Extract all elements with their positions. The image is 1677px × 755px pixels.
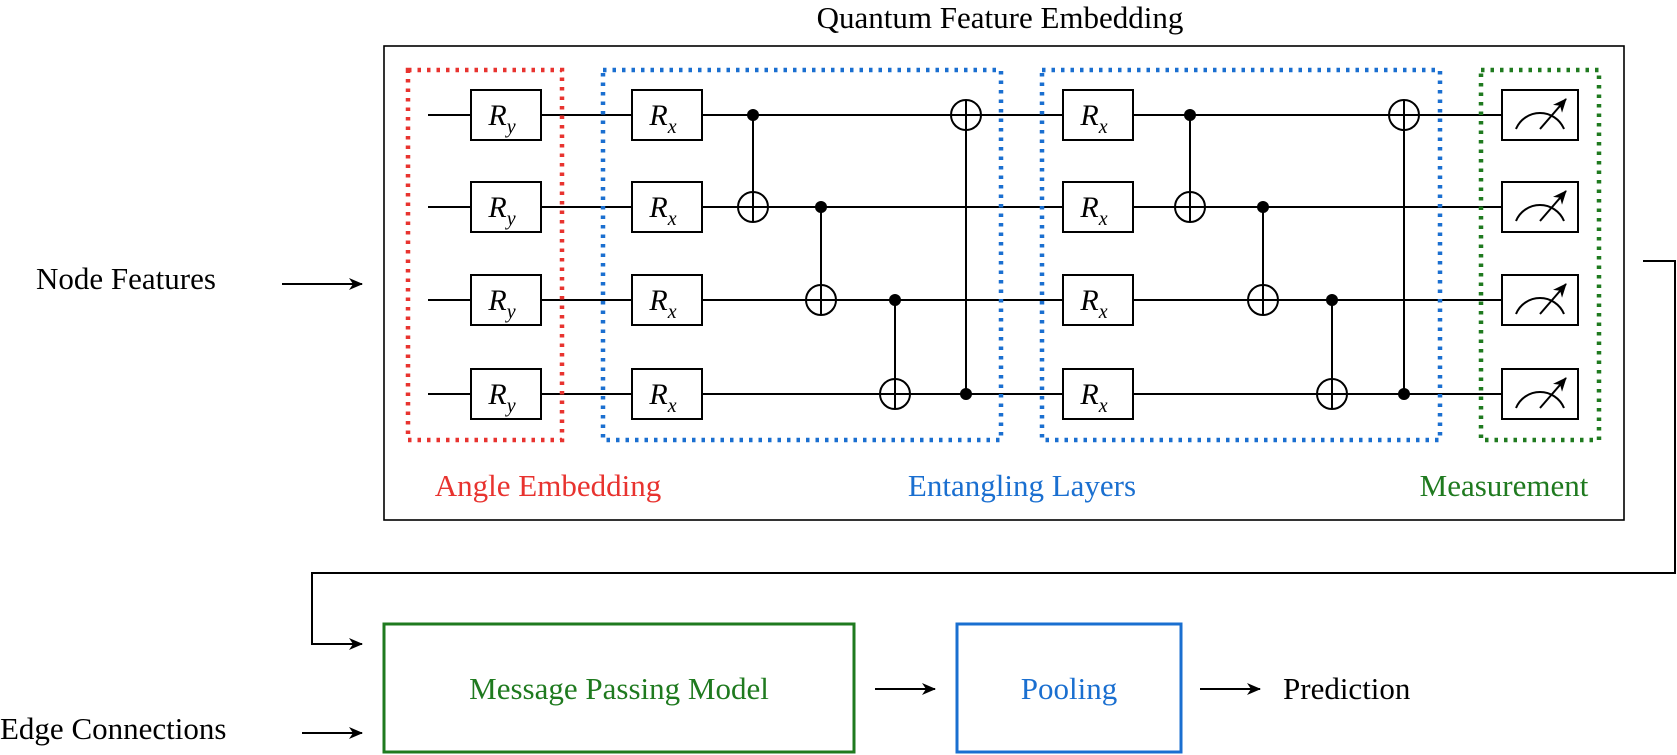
entangling-layers-label: Entangling Layers [908, 468, 1136, 503]
gate-base: R [648, 99, 667, 132]
gate-base: R [487, 378, 506, 411]
control-dot [1184, 109, 1196, 121]
rx-gate: Rx [631, 89, 703, 141]
message-passing-box [382, 622, 856, 754]
cnot-gate [950, 99, 982, 400]
gate-subscript: x [1098, 301, 1108, 323]
gate-subscript: x [667, 116, 677, 138]
svg-text:Rx: Rx [648, 378, 676, 417]
cnot-gate [1174, 109, 1206, 223]
svg-text:Rx: Rx [1079, 284, 1107, 323]
ry-gate: Ry [470, 274, 542, 326]
gate-subscript: x [1098, 208, 1108, 230]
measurement-label: Measurement [1420, 468, 1589, 503]
meter-icon [1501, 274, 1579, 326]
control-dot [1398, 388, 1410, 400]
cnot-gate [1247, 201, 1279, 316]
gate-base: R [487, 284, 506, 317]
svg-text:Rx: Rx [648, 99, 676, 138]
angle-embedding-region [405, 67, 565, 443]
svg-text:Ry: Ry [487, 191, 515, 230]
ry-gate: Ry [470, 368, 542, 420]
message-passing-label: Message Passing Model [469, 671, 769, 706]
gate-base: R [487, 191, 506, 224]
rx-gate: Rx [631, 368, 703, 420]
cnot-gate [1388, 99, 1420, 400]
meter-icon [1501, 181, 1579, 233]
gate-subscript: x [667, 395, 677, 417]
node-features-label: Node Features [36, 261, 216, 296]
svg-text:Rx: Rx [648, 284, 676, 323]
gate-subscript: y [505, 395, 516, 417]
control-dot [815, 201, 827, 213]
control-dot [889, 294, 901, 306]
meter-icon [1501, 89, 1579, 141]
control-dot [960, 388, 972, 400]
svg-text:Ry: Ry [487, 99, 515, 138]
rx-gate: Rx [1062, 368, 1134, 420]
entangling-layer-2-region [1039, 67, 1443, 443]
cnot-gate [737, 109, 769, 223]
svg-text:Ry: Ry [487, 284, 515, 323]
gate-base: R [1079, 191, 1098, 224]
rx-gate: Rx [1062, 181, 1134, 233]
gate-subscript: x [667, 208, 677, 230]
gate-subscript: x [667, 301, 677, 323]
measurement-meters [1501, 89, 1579, 420]
rx-gate: Rx [631, 274, 703, 326]
gate-subscript: y [505, 301, 516, 323]
svg-text:Ry: Ry [487, 378, 515, 417]
rx-gate: Rx [1062, 89, 1134, 141]
control-dot [1257, 201, 1269, 213]
pooling-label: Pooling [1021, 671, 1117, 706]
quantum-circuit-frame [383, 45, 1625, 521]
gate-base: R [487, 99, 506, 132]
gate-subscript: y [505, 116, 516, 138]
cnot-gate [1316, 294, 1348, 410]
entangling-layer-1-region [600, 67, 1004, 443]
meter-icon [1501, 368, 1579, 420]
pooling-box [955, 622, 1183, 754]
gate-base: R [1079, 99, 1098, 132]
prediction-label: Prediction [1283, 671, 1411, 706]
cnot-gates [737, 99, 1420, 410]
gate-subscript: x [1098, 395, 1108, 417]
ry-gate: Ry [470, 89, 542, 141]
gate-subscript: x [1098, 116, 1108, 138]
edge-connections-label: Edge Connections [0, 711, 226, 746]
control-dot [747, 109, 759, 121]
measurement-to-model-connector [311, 260, 1676, 650]
svg-text:Rx: Rx [1079, 378, 1107, 417]
svg-text:Rx: Rx [1079, 99, 1107, 138]
control-dot [1326, 294, 1338, 306]
cnot-gate [805, 201, 837, 316]
svg-text:Rx: Rx [1079, 191, 1107, 230]
angle-embedding-label: Angle Embedding [435, 468, 661, 503]
gate-base: R [1079, 284, 1098, 317]
gate-base: R [648, 284, 667, 317]
measurement-region [1478, 67, 1602, 443]
gate-subscript: y [505, 208, 516, 230]
gate-base: R [1079, 378, 1098, 411]
cnot-gate [879, 294, 911, 410]
gate-base: R [648, 378, 667, 411]
svg-text:Rx: Rx [648, 191, 676, 230]
ry-gate: Ry [470, 181, 542, 233]
rx-gate: Rx [631, 181, 703, 233]
diagram-title: Quantum Feature Embedding [817, 0, 1184, 35]
rx-gate: Rx [1062, 274, 1134, 326]
gate-base: R [648, 191, 667, 224]
